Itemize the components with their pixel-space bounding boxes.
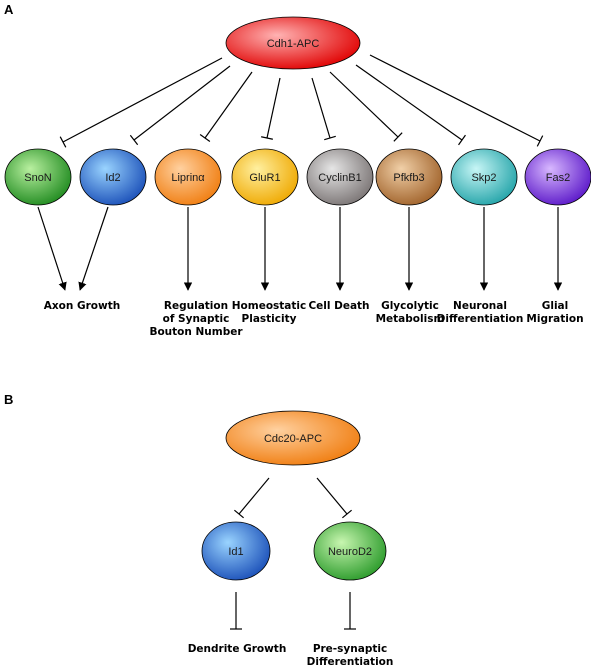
outcome-dendrite: Dendrite Growth (188, 643, 287, 655)
inhibit-edge-glur1 (261, 77, 281, 140)
inhibit-neurod2-presyn (344, 592, 356, 630)
arrow-id2-axon (78, 206, 109, 291)
node-pfkfb3: Pfkfb3 (375, 148, 443, 206)
node-cyclinb1: CyclinB1 (306, 148, 374, 206)
hub-cdc20-apc: Cdc20-APC (225, 410, 361, 466)
node-fas2: Fas2 (524, 148, 591, 206)
node-id2-label: Id2 (105, 172, 120, 184)
arrow-snon-axon (37, 206, 67, 291)
node-neurod2: NeuroD2 (313, 521, 387, 581)
node-id1: Id1 (201, 521, 271, 581)
node-fas2-label: Fas2 (546, 172, 570, 184)
inhibit-edge-liprin (199, 71, 253, 142)
node-glur1-label: GluR1 (249, 172, 280, 184)
inhibit-edge-pfkfb3 (329, 71, 403, 142)
node-snon-label: SnoN (24, 172, 52, 184)
inhibit-edge-fas2 (369, 54, 544, 147)
inhibit-id1-dendrite (230, 592, 242, 630)
node-skp2-label: Skp2 (471, 172, 496, 184)
node-snon: SnoN (4, 148, 72, 206)
inhibit-edge-skp2 (355, 64, 466, 146)
node-id1-label: Id1 (228, 546, 243, 558)
node-liprin-label: Liprinα (171, 172, 205, 184)
node-cyclinb1-label: CyclinB1 (318, 172, 361, 184)
node-id2: Id2 (79, 148, 147, 206)
hub-cdc20-apc-label: Cdc20-APC (264, 433, 322, 445)
inhibit-edge-id2 (129, 65, 231, 146)
node-neurod2-label: NeuroD2 (328, 546, 372, 558)
outcome-death: Cell Death (308, 300, 369, 312)
node-skp2: Skp2 (450, 148, 518, 206)
hub-cdh1-apc: Cdh1-APC (225, 16, 361, 70)
inhibit-edge-id1 (234, 477, 270, 519)
panel-a-label: A (4, 2, 14, 17)
panel-b-label: B (4, 392, 13, 407)
inhibit-edge-snon (59, 57, 223, 148)
inhibit-edge-cyclinb1 (311, 77, 336, 141)
outcome-axon: Axon Growth (44, 300, 120, 312)
node-pfkfb3-label: Pfkfb3 (393, 172, 424, 184)
node-liprin: Liprinα (154, 148, 222, 206)
hub-cdh1-apc-label: Cdh1-APC (267, 38, 320, 50)
inhibit-edge-neurod2 (316, 477, 352, 519)
node-glur1: GluR1 (231, 148, 299, 206)
